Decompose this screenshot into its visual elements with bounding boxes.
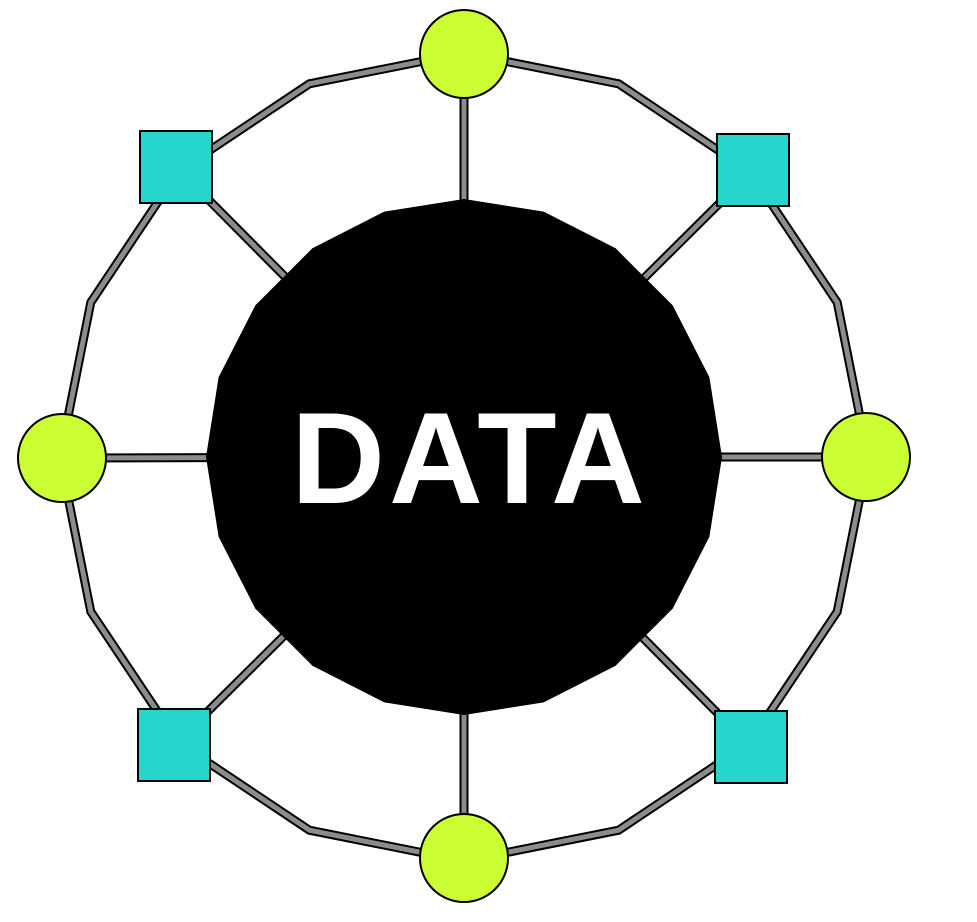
hub-label: DATA [291, 385, 649, 531]
hub-disc [206, 199, 722, 715]
square-node-bottom-right [714, 710, 788, 784]
circle-node-bottom [419, 813, 509, 903]
circle-node-top [419, 9, 509, 99]
square-node-bottom-left [137, 708, 211, 782]
peripheral-nodes [17, 9, 911, 903]
central-hub: DATA [206, 199, 722, 715]
circle-node-left [17, 413, 107, 503]
square-node-top-right [716, 133, 790, 207]
square-node-top-left [139, 130, 213, 204]
circle-node-right [821, 412, 911, 502]
